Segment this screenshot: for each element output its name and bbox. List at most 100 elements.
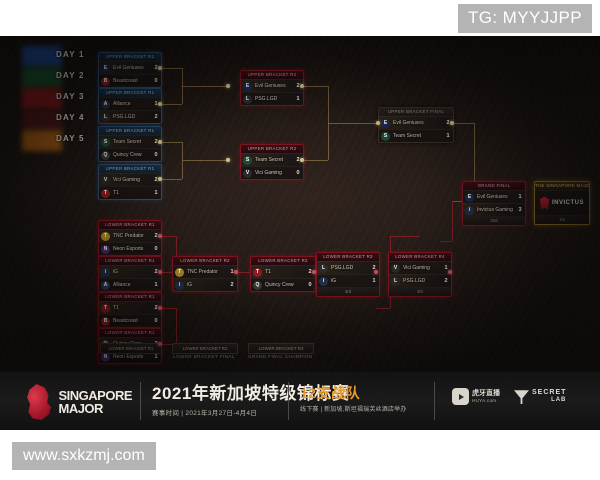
singapore-major-logo: SINGAPORE MAJOR <box>22 381 132 423</box>
team-row[interactable]: B Beastcoast 0 <box>99 74 161 87</box>
team-row[interactable]: L PSG.LGD 1 <box>241 92 303 105</box>
event-subtitle: 赛事时间 | 2021年3月27日-4月4日 <box>152 410 258 417</box>
match-card[interactable]: LOWER BRACKET R3 L PSG.LGD 2 i iG 1 3rd <box>316 252 380 297</box>
match-header: LOWER BRACKET R1 <box>99 221 161 229</box>
team-row[interactable]: S Team Secret 1 <box>379 129 453 142</box>
team-row[interactable]: i iG 2 <box>99 265 161 278</box>
match-card[interactable]: LOWER BRACKET R2 T TNC Predator 1 i iG 2 <box>172 256 238 292</box>
footer-divider <box>140 382 141 420</box>
match-card[interactable]: LOWER BRACKET R1 T T1 2 B Beastcoast 0 <box>98 292 162 328</box>
match-card[interactable]: UPPER BRACKET R1 A Alliance 1 L PSG.LGD … <box>98 88 162 124</box>
legend-item-day3: DAY 3 <box>22 88 104 109</box>
sponsor-url: HUYA.com <box>472 398 497 403</box>
team-row[interactable]: E Evil Geniuses 2 <box>379 116 453 129</box>
team-row[interactable]: A Alliance 1 <box>99 97 161 110</box>
team-logo-icon: S <box>243 155 252 165</box>
round-chip-lb2: LOWER BRACKET R2 <box>172 343 238 354</box>
team-row[interactable]: E Evil Geniuses 2 <box>99 61 161 74</box>
legend-item-day1: DAY 1 <box>22 46 104 67</box>
bracket-stage: DAY 1 DAY 2 DAY 3 DAY 4 DAY 5 <box>0 36 600 372</box>
teams-count-title: 12支战队 <box>300 385 361 401</box>
team-row[interactable]: L PSG.LGD 2 <box>317 261 379 274</box>
teams-count-subtitle: 线下赛 | 新加坡,斯坦福瑞芙丝酒店举办 <box>300 407 407 413</box>
team-score: 0 <box>154 152 158 158</box>
match-card[interactable]: UPPER BRACKET R2 E Evil Geniuses 2 L PSG… <box>240 70 304 106</box>
sponsor-name: 虎牙直播 <box>472 390 500 397</box>
team-row[interactable]: A Alliance 1 <box>99 278 161 291</box>
team-score: 0 <box>154 78 158 84</box>
connector-node <box>448 270 452 274</box>
connector-node <box>450 121 454 125</box>
team-row[interactable]: Q Quincy Crew 0 <box>99 148 161 161</box>
match-header: UPPER BRACKET R2 <box>241 145 303 153</box>
team-row[interactable]: E Evil Geniuses 1 <box>463 190 525 203</box>
round-chip-lb1: LOWER BRACKET R1 <box>100 343 162 354</box>
footer-divider <box>288 382 289 420</box>
team-row[interactable]: B Beastcoast 0 <box>99 314 161 327</box>
team-score: 2 <box>444 278 448 284</box>
team-logo-icon: N <box>101 244 110 254</box>
team-row[interactable]: E Evil Geniuses 2 <box>241 79 303 92</box>
connector-node <box>158 66 162 70</box>
match-card[interactable]: LOWER BRACKET R1 T TNC Predator 2 N Neon… <box>98 220 162 256</box>
team-score: 1 <box>154 190 158 196</box>
team-name: Quincy Crew <box>265 282 294 288</box>
match-card[interactable]: UPPER BRACKET R1 V Vici Gaming 2 T T1 1 <box>98 164 162 200</box>
team-row[interactable]: L PSG.LGD 2 <box>389 274 451 287</box>
sponsor-huya: 虎牙直播 HUYA.com <box>452 388 500 405</box>
connector-node <box>300 158 304 162</box>
team-logo-icon: A <box>101 280 110 290</box>
team-row[interactable]: T T1 1 <box>99 186 161 199</box>
team-row[interactable]: T TNC Predator 1 <box>173 265 237 278</box>
team-score: 0 <box>154 246 158 252</box>
match-card[interactable]: LOWER BRACKET R2 T T1 2 Q Quincy Crew 0 <box>250 256 316 292</box>
match-card[interactable]: LOWER BRACKET R1 i iG 2 A Alliance 1 <box>98 256 162 292</box>
team-row[interactable]: i iG 1 <box>317 274 379 287</box>
shield-icon <box>540 196 549 210</box>
match-card-grand-final[interactable]: GRAND FINAL E Evil Geniuses 1 i Invictus… <box>462 181 526 226</box>
legend-label-day1: DAY 1 <box>56 50 85 59</box>
team-row[interactable]: V Vici Gaming 1 <box>389 261 451 274</box>
connector <box>182 160 227 161</box>
team-row[interactable]: V Vici Gaming 0 <box>241 166 303 179</box>
match-footer: 2nd <box>463 216 525 225</box>
match-header: LOWER BRACKET R4 <box>389 253 451 261</box>
match-header: GRAND FINAL <box>463 182 525 190</box>
team-row[interactable]: T T1 2 <box>99 301 161 314</box>
match-card-upper-final[interactable]: UPPER BRACKET FINAL E Evil Geniuses 2 S … <box>378 107 454 143</box>
team-row[interactable]: T TNC Predator 2 <box>99 229 161 242</box>
team-name: Vici Gaming <box>255 170 282 176</box>
connector-node <box>158 306 162 310</box>
match-card[interactable]: LOWER BRACKET R4 V Vici Gaming 1 L PSG.L… <box>388 252 452 297</box>
team-logo-icon: L <box>391 276 400 286</box>
match-card[interactable]: UPPER BRACKET R1 S Team Secret 2 Q Quinc… <box>98 126 162 162</box>
team-name: iG <box>187 282 192 288</box>
team-row[interactable]: L PSG.LGD 2 <box>99 110 161 123</box>
team-name: PSG.LGD <box>113 114 136 120</box>
team-row[interactable]: S Team Secret 2 <box>99 135 161 148</box>
team-logo-icon: E <box>465 192 474 202</box>
champion-box[interactable]: THE SINGAPORE MAJOR INVICTUS 1st <box>534 181 590 225</box>
match-header: UPPER BRACKET R1 <box>99 89 161 97</box>
team-row[interactable]: i Invictus Gaming 3 <box>463 203 525 216</box>
connector <box>182 86 227 87</box>
team-score: 1 <box>154 354 158 360</box>
connector-node <box>226 158 230 162</box>
team-logo-icon: T <box>101 188 110 198</box>
match-card[interactable]: UPPER BRACKET R1 E Evil Geniuses 2 B Bea… <box>98 52 162 88</box>
match-header: UPPER BRACKET R1 <box>99 165 161 173</box>
connector <box>160 236 176 237</box>
telegram-watermark: TG: MYYJJPP <box>458 4 592 33</box>
match-card[interactable]: UPPER BRACKET R2 S Team Secret 2 V Vici … <box>240 144 304 180</box>
team-row[interactable]: Q Quincy Crew 0 <box>251 278 315 291</box>
team-logo-icon: V <box>391 263 400 273</box>
team-row[interactable]: V Vici Gaming 2 <box>99 173 161 186</box>
team-row[interactable]: T T1 2 <box>251 265 315 278</box>
team-name: Beastcoast <box>113 78 138 84</box>
team-row[interactable]: i iG 2 <box>173 278 237 291</box>
team-row[interactable]: N Neon Esports 0 <box>99 242 161 255</box>
team-logo-icon: i <box>101 267 110 277</box>
team-row[interactable]: S Team Secret 2 <box>241 153 303 166</box>
team-score: 2 <box>154 114 158 120</box>
connector <box>160 68 182 69</box>
